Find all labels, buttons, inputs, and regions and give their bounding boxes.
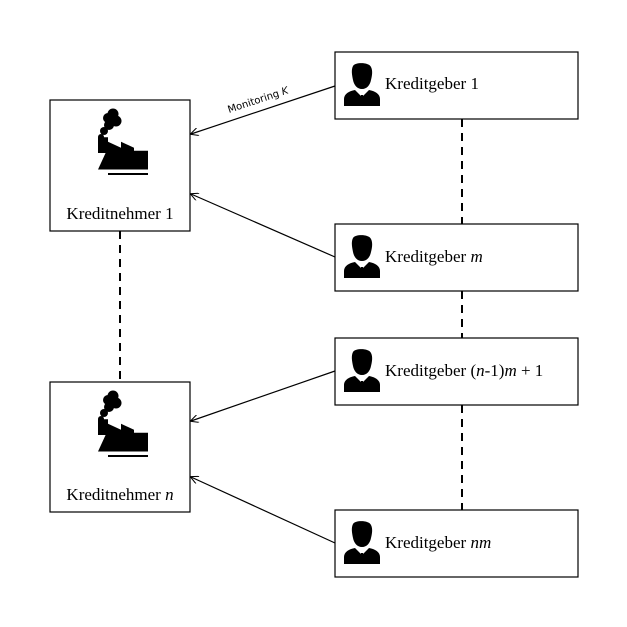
lender-label-n1m1: Kreditgeber (n-1)m + 1 <box>385 361 543 380</box>
borrower-node-n: Kreditnehmer n <box>49 381 191 513</box>
factory-icon <box>98 390 148 465</box>
lender-node-m: Kreditgeber m <box>334 223 579 292</box>
lender-node-n1m1: Kreditgeber (n-1)m + 1 <box>334 337 579 406</box>
borrower-label-1: Kreditnehmer 1 <box>66 204 173 223</box>
businessman-icon <box>344 63 380 106</box>
lender-label-nm: Kreditgeber nm <box>385 533 491 552</box>
factory-icon <box>98 108 148 183</box>
edge-lender-nm-to-borrower-n <box>191 477 336 544</box>
businessman-icon <box>344 235 380 278</box>
businessman-icon <box>344 349 380 392</box>
lender-label-1: Kreditgeber 1 <box>385 74 479 93</box>
edge-lender-n1m1-to-borrower-n <box>191 370 336 421</box>
borrower-node-1: Kreditnehmer 1 <box>49 99 191 232</box>
lender-node-1: Kreditgeber 1 <box>334 51 579 120</box>
lender-node-nm: Kreditgeber nm <box>334 509 579 578</box>
lender-label-m: Kreditgeber m <box>385 247 483 266</box>
edge-lender-m-to-borrower-1 <box>191 194 336 258</box>
borrower-label-n: Kreditnehmer n <box>66 485 173 504</box>
edge-lender-1-to-borrower-1 <box>191 85 336 134</box>
businessman-icon <box>344 521 380 564</box>
